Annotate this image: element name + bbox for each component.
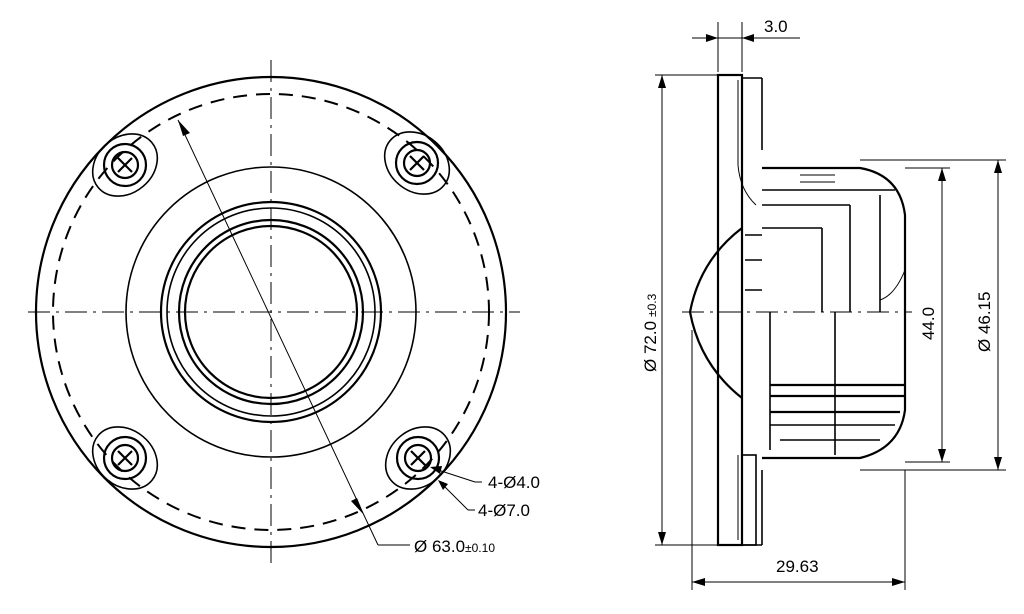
side-view: 3.0 Ø 72.0±0.3 44.0 Ø 46.15 — [641, 17, 1006, 590]
depth-dimension — [691, 330, 906, 590]
flange-thickness-label: 3.0 — [764, 17, 788, 36]
motor-body — [741, 166, 907, 546]
motor-diameter-label: 44.0 — [919, 307, 938, 340]
body-diameter-dimension — [860, 159, 1006, 471]
hole-leaders — [430, 466, 482, 511]
bolt-circle-dimension — [177, 119, 410, 546]
bolt-circle-label: Ø 63.0±0.10 — [414, 537, 495, 556]
mounting-hole-bottom-right — [384, 426, 452, 490]
body-diameter-label: Ø 46.15 — [975, 292, 994, 353]
depth-label: 29.63 — [776, 557, 819, 576]
mounting-hole-bottom-left — [91, 426, 159, 490]
dome-profile — [688, 227, 743, 399]
counterbore-diameter-label: 4-Ø7.0 — [478, 501, 530, 520]
outer-diameter-label: Ø 72.0±0.3 — [641, 293, 660, 372]
mounting-hole-top-right — [383, 131, 451, 195]
hole-diameter-label: 4-Ø4.0 — [488, 473, 540, 492]
motor-diameter-dimension — [905, 167, 950, 463]
front-view: 4-Ø4.0 4-Ø7.0 Ø 63.0±0.10 — [28, 60, 540, 565]
flange-thickness-dimension — [692, 22, 800, 72]
flange-plate — [716, 73, 744, 547]
mounting-hole-top-left — [91, 133, 159, 197]
outer-diameter-dimension — [655, 74, 722, 546]
